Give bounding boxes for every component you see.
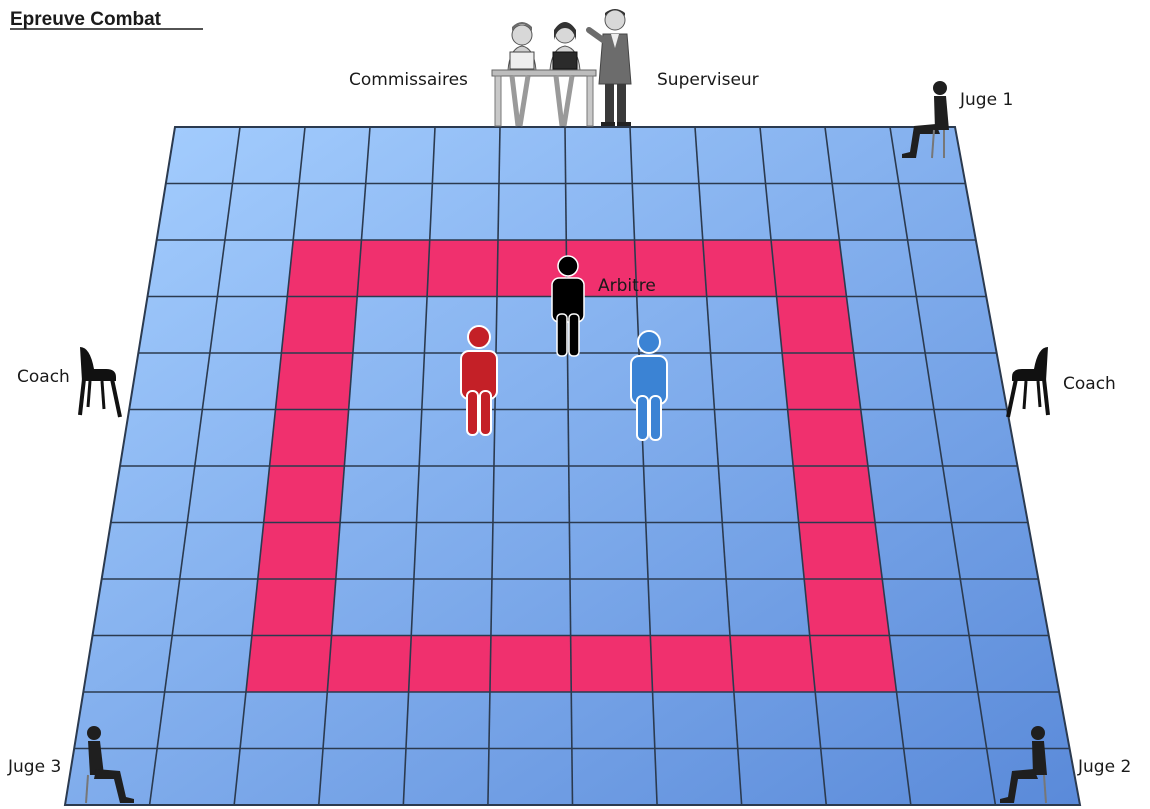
border-zone-tile: [650, 636, 734, 693]
border-zone-tile: [258, 523, 340, 580]
label-superviseur: Superviseur: [657, 70, 759, 90]
border-zone-tile: [427, 240, 498, 297]
border-zone-tile: [777, 297, 854, 354]
combat-mat: [65, 127, 1080, 805]
border-zone-tile: [810, 636, 897, 693]
border-zone-tile: [799, 523, 883, 580]
border-zone-tile: [730, 636, 815, 693]
coach-right-chair-icon: [1008, 347, 1048, 417]
label-arbitre: Arbitre: [598, 276, 656, 296]
border-zone-tile: [490, 636, 571, 693]
border-zone-tile: [327, 636, 411, 693]
supervisor-icon: [589, 9, 631, 126]
border-zone-tile: [246, 636, 332, 693]
border-zone-tile: [793, 466, 875, 523]
border-zone-tile: [252, 579, 336, 636]
border-zone-tile: [264, 466, 345, 523]
border-zone-tile: [275, 353, 352, 410]
commissaires-table-icon: [492, 22, 596, 126]
label-coach-left: Coach: [17, 367, 70, 387]
border-zone-tile: [703, 240, 777, 297]
border-zone-tile: [571, 636, 653, 693]
border-zone-tile: [409, 636, 491, 693]
label-commissaires: Commissaires: [349, 70, 468, 90]
page-title: Epreuve Combat: [10, 9, 162, 30]
border-zone-tile: [804, 579, 889, 636]
coach-left-chair-icon: [80, 347, 120, 417]
border-zone-tile: [788, 410, 868, 467]
border-zone-tile: [771, 240, 846, 297]
label-juge-2: Juge 2: [1077, 757, 1131, 777]
label-juge-3: Juge 3: [7, 757, 61, 777]
border-zone-tile: [287, 240, 361, 297]
label-coach-right: Coach: [1063, 374, 1116, 394]
border-zone-tile: [270, 410, 349, 467]
border-zone-tile: [357, 240, 430, 297]
border-zone-tile: [281, 297, 357, 354]
border-zone-tile: [782, 353, 861, 410]
label-juge-1: Juge 1: [959, 90, 1013, 110]
